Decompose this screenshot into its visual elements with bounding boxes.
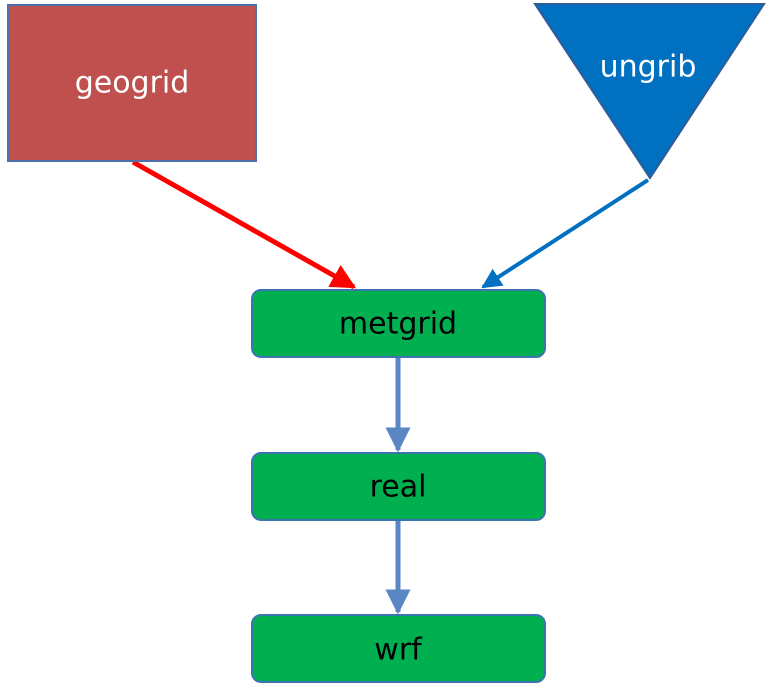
- metgrid-label: metgrid: [339, 307, 457, 342]
- node-wrf: wrf: [251, 614, 546, 683]
- geogrid-box: [7, 4, 257, 162]
- real-label: real: [370, 470, 427, 505]
- geogrid-label: geogrid: [75, 66, 190, 101]
- ungrib-triangle: [533, 3, 766, 180]
- node-real: real: [251, 452, 546, 521]
- node-geogrid: geogrid: [7, 4, 257, 162]
- ungrib-label: ungrib: [600, 50, 697, 85]
- node-metgrid: metgrid: [251, 289, 546, 358]
- real-box: [251, 452, 546, 521]
- edge-ungrib-to-metgrid: [481, 178, 650, 289]
- wrf-label: wrf: [374, 633, 423, 668]
- metgrid-box: [251, 289, 546, 358]
- edge-geogrid-to-metgrid: [131, 159, 357, 290]
- wrf-box: [251, 614, 546, 683]
- node-ungrib: ungrib: [533, 3, 766, 180]
